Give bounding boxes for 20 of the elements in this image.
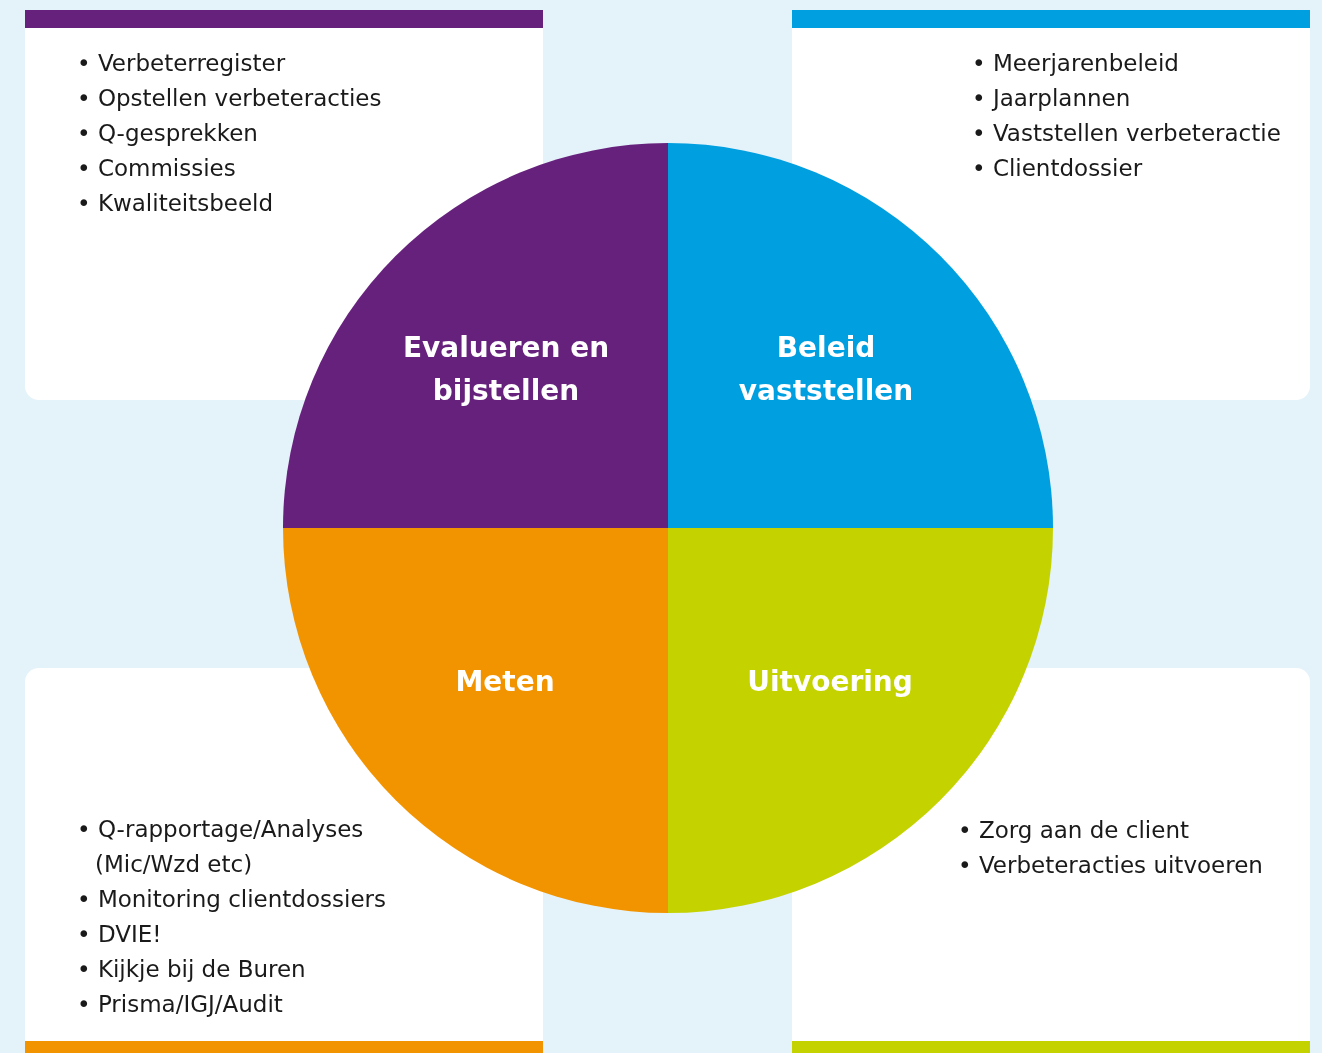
bullet-item: • Verbeterregister [77,49,287,78]
segment-label: Beleid vaststellen [737,330,915,409]
bullet-item: • Verbeteracties uitvoeren [958,851,1264,880]
bullet-item: • Meerjarenbeleid [972,49,1180,78]
bullet-item: • Clientdossier [972,154,1144,183]
bullet-item: • Commissies [77,154,237,183]
bullet-item: • Q-gesprekken [77,119,259,148]
bullet-item: • Kijkje bij de Buren [77,955,307,984]
bullet-item: • Zorg aan de client [958,816,1190,845]
bullet-item: • Jaarplannen [972,84,1132,113]
bullet-item: • Prisma/IGJ/Audit [77,990,284,1019]
segment-label: Uitvoering [746,664,914,700]
bullet-item: • Monitoring clientdossiers [77,885,387,914]
segment-label: Evalueren en bijstellen [401,330,611,409]
bullet-item: • Kwaliteitsbeeld [77,189,275,218]
bullet-item: • Vaststellen verbeteractie [972,119,1282,148]
bullet-item: • DVIE! [77,920,163,949]
bullet-item: • Opstellen verbeteracties [77,84,383,113]
segment-label: Meten [454,664,556,700]
bullet-item: • Q-rapportage/Analyses (Mic/Wzd etc) [77,815,365,879]
